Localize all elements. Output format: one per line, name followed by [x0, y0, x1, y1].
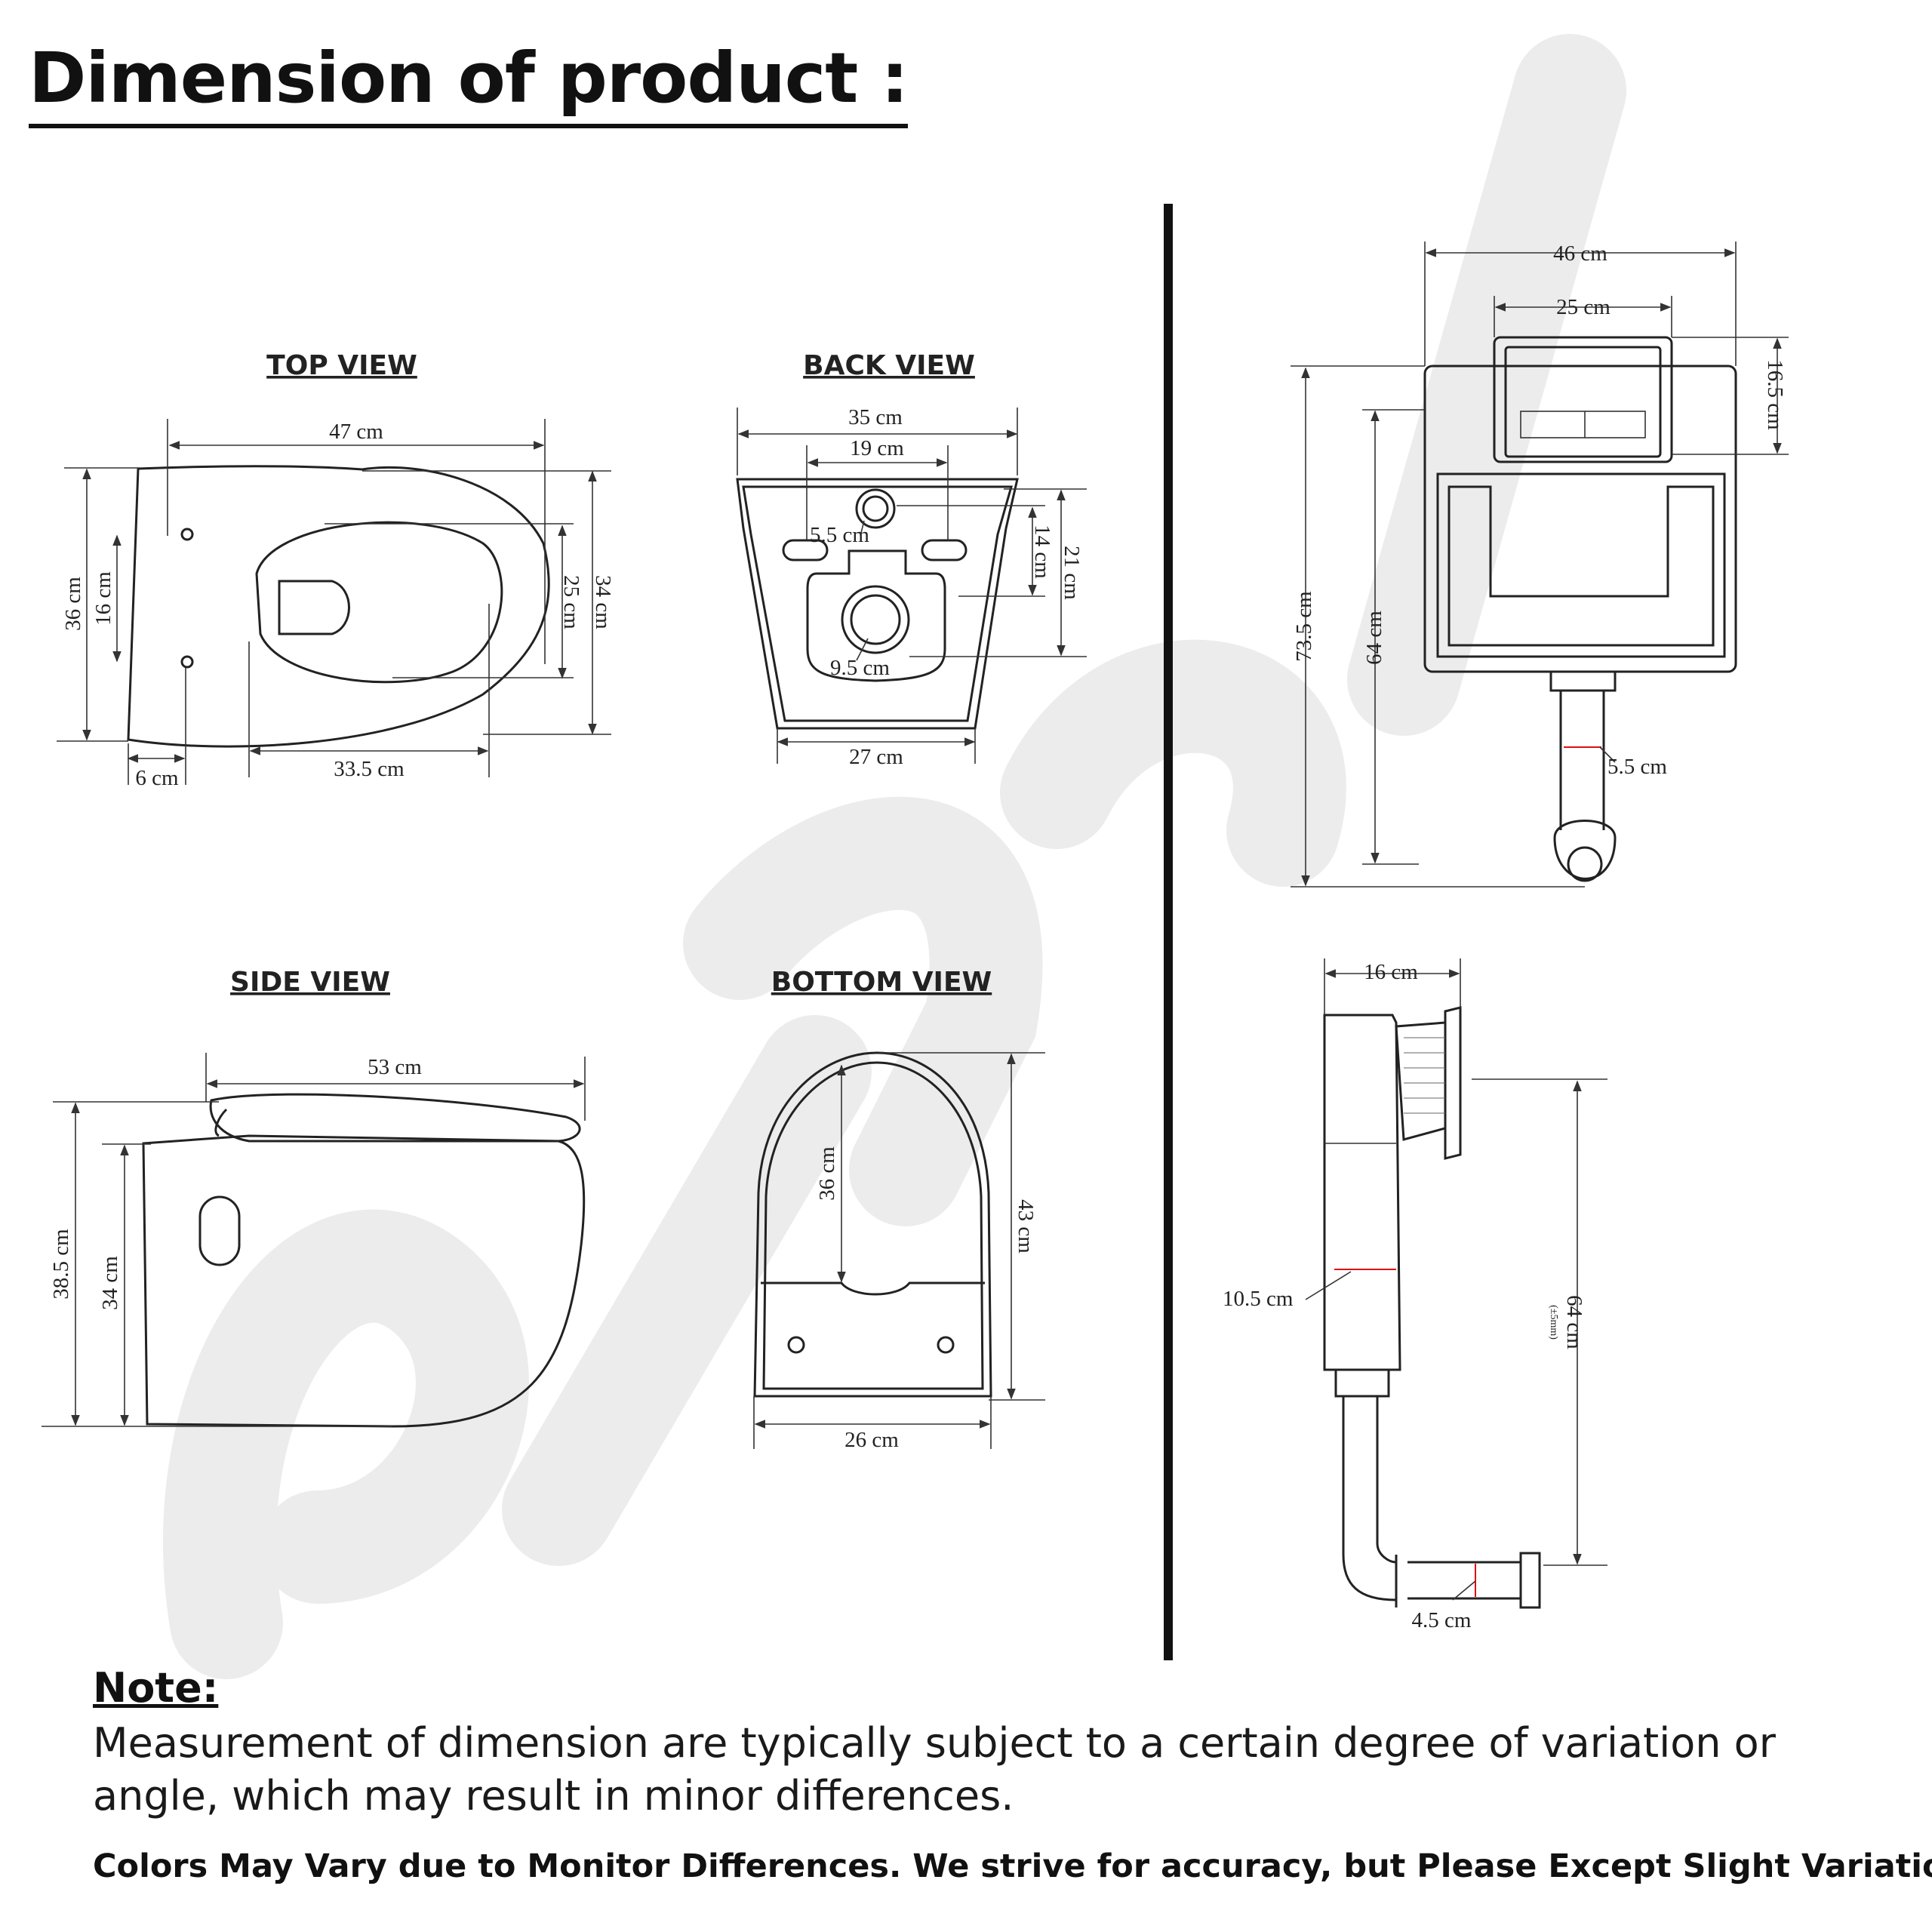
cistern-side-dim-tank-depth: 10.5 cm [1223, 1287, 1294, 1311]
top-dim-seat-width: 25 cm [559, 575, 583, 629]
back-dim-width: 35 cm [848, 405, 903, 429]
bottom-view: BOTTOM VIEW 36 cm 43 cm 26 cm [753, 967, 1045, 1452]
back-view-title: BACK VIEW [803, 350, 975, 381]
bottom-view-title: BOTTOM VIEW [771, 967, 992, 998]
cistern-dim-total-height: 73.5 cm [1292, 591, 1316, 662]
cistern-side-dim-depth: 16 cm [1364, 960, 1418, 984]
top-dim-hole-spacing: 16 cm [91, 571, 115, 626]
back-dim-hole-spacing: 19 cm [850, 436, 904, 460]
bottom-dim-seat-length: 36 cm [815, 1146, 839, 1201]
back-dim-inlet-height: 14 cm [1030, 525, 1054, 579]
side-dim-bowl-height: 34 cm [98, 1256, 122, 1310]
note-heading: Note: [93, 1664, 219, 1712]
back-dim-base-width: 27 cm [849, 745, 903, 769]
page-title: Dimension of product : [29, 44, 909, 128]
top-view: TOP VIEW 47 cm 36 cm 16 cm 25 cm 34 cm 3… [57, 350, 615, 790]
back-view: BACK VIEW 35 cm 19 cm 5.5 cm 14 cm 21 cm… [736, 350, 1087, 769]
bottom-dim-width: 26 cm [844, 1428, 899, 1452]
cistern-side-view: 16 cm 10.5 cm 64 cm (±5mm) 4.5 cm [1223, 958, 1607, 1632]
cistern-side-dim-tolerance: (±5mm) [1548, 1305, 1559, 1340]
cistern-dim-plate-height: 16.5 cm [1763, 359, 1787, 430]
cistern-dim-pipe: 5.5 cm [1607, 755, 1667, 779]
back-dim-inlet: 5.5 cm [810, 523, 869, 547]
watermark-logo [163, 34, 1626, 1679]
back-dim-outlet-height: 21 cm [1060, 546, 1084, 600]
cistern-side-dim-pipe: 4.5 cm [1412, 1608, 1472, 1632]
cistern-front-view: 46 cm 25 cm 16.5 cm 73.5 cm 64 cm 5.5 cm [1291, 242, 1789, 888]
cistern-dim-frame-height: 64 cm [1362, 611, 1386, 665]
bottom-dim-total-length: 43 cm [1014, 1199, 1038, 1254]
side-view-title: SIDE VIEW [230, 967, 390, 998]
cistern-dim-plate-width: 25 cm [1556, 295, 1611, 319]
top-view-title: TOP VIEW [266, 350, 417, 381]
top-dim-length: 47 cm [329, 420, 383, 444]
top-dim-bowl-width: 34 cm [591, 575, 615, 629]
back-dim-outlet: 9.5 cm [830, 656, 890, 680]
top-dim-width: 36 cm [61, 577, 85, 631]
top-dim-hole-offset: 6 cm [135, 766, 179, 790]
top-dim-seat-length: 33.5 cm [334, 757, 405, 781]
color-disclaimer: Colors May Vary due to Monitor Differenc… [93, 1847, 1932, 1885]
cistern-dim-width: 46 cm [1553, 242, 1607, 266]
side-dim-total-height: 38.5 cm [49, 1229, 73, 1300]
cistern-side-dim-height: 64 cm [1562, 1295, 1586, 1349]
note-body: Measurement of dimension are typically s… [93, 1719, 1776, 1820]
side-view: SIDE VIEW 53 cm 38.5 cm 34 cm [42, 967, 586, 1428]
side-dim-length: 53 cm [368, 1055, 422, 1079]
